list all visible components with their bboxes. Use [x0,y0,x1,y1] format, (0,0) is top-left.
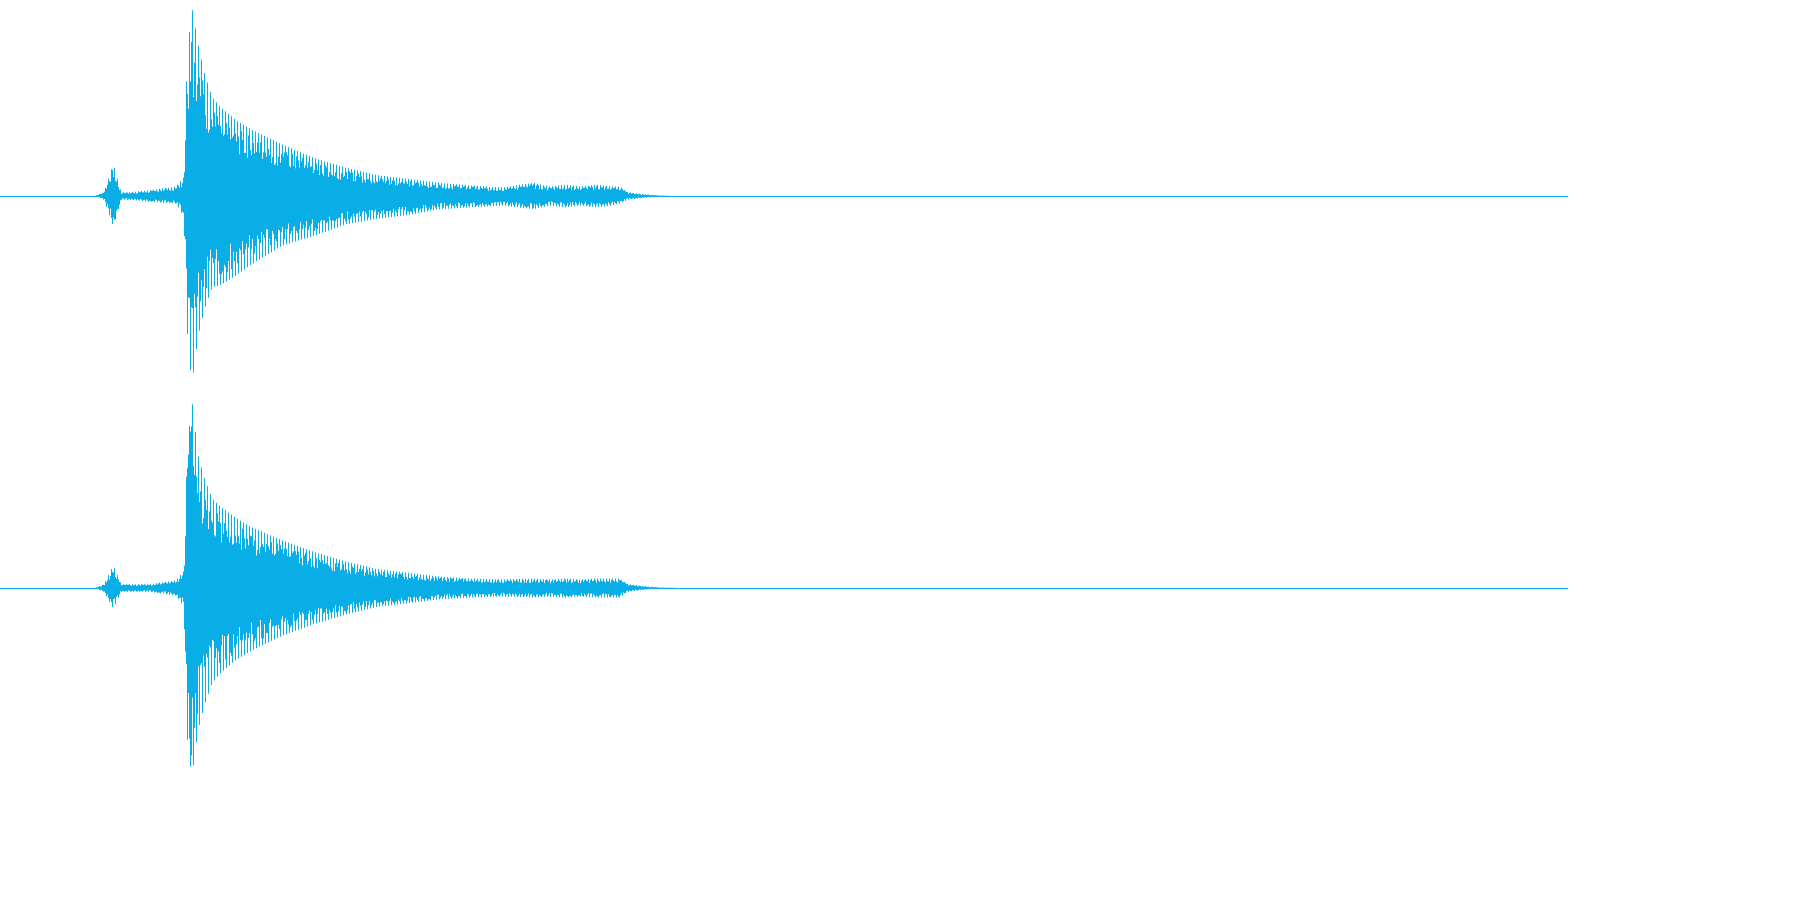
channel-1-track [0,10,1568,373]
channel-2-track [0,404,1568,767]
channel-1-waveform [95,10,670,373]
waveform-figure [0,10,1568,767]
channel-2-waveform [95,404,677,767]
